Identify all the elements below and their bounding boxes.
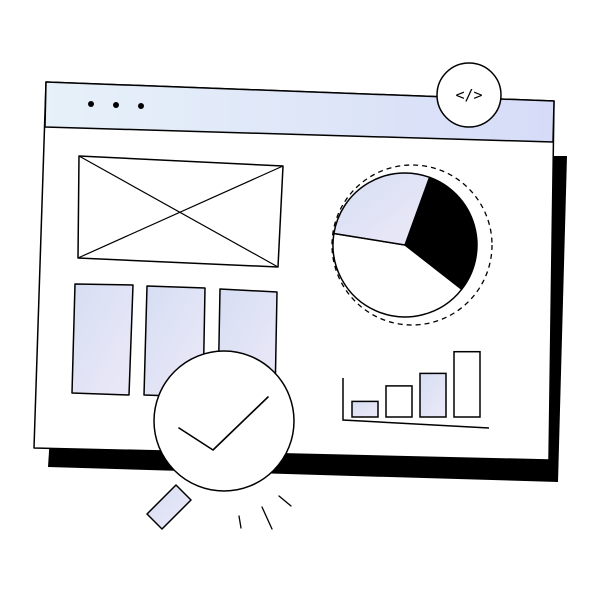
pie-outer-ring (331, 164, 493, 326)
code-badge[interactable]: </> (436, 62, 502, 128)
bar-chart (342, 350, 490, 429)
checkmark-icon (178, 396, 269, 451)
bar (419, 372, 447, 418)
code-badge-circle[interactable] (436, 62, 502, 128)
window-control-dot[interactable] (88, 101, 94, 107)
bar (351, 400, 379, 418)
pie-chart (331, 164, 493, 326)
pie-slice (332, 232, 463, 318)
image-placeholder-icon (77, 155, 284, 268)
window-titlebar (44, 81, 555, 143)
sparkle-lines (238, 495, 292, 530)
pie-slice (404, 176, 478, 291)
bar (385, 385, 413, 418)
content-column (71, 283, 134, 396)
pie-slice (333, 172, 431, 246)
magnifier-lens (153, 350, 295, 492)
window-controls (88, 101, 144, 109)
code-brackets-icon: </> (455, 86, 482, 104)
window-control-dot[interactable] (113, 102, 119, 108)
bar-chart-axis (342, 378, 490, 429)
bar (453, 350, 481, 418)
window-control-dot[interactable] (138, 103, 144, 109)
magnifier-handle (146, 484, 192, 530)
magnifier-check-icon (146, 350, 295, 530)
